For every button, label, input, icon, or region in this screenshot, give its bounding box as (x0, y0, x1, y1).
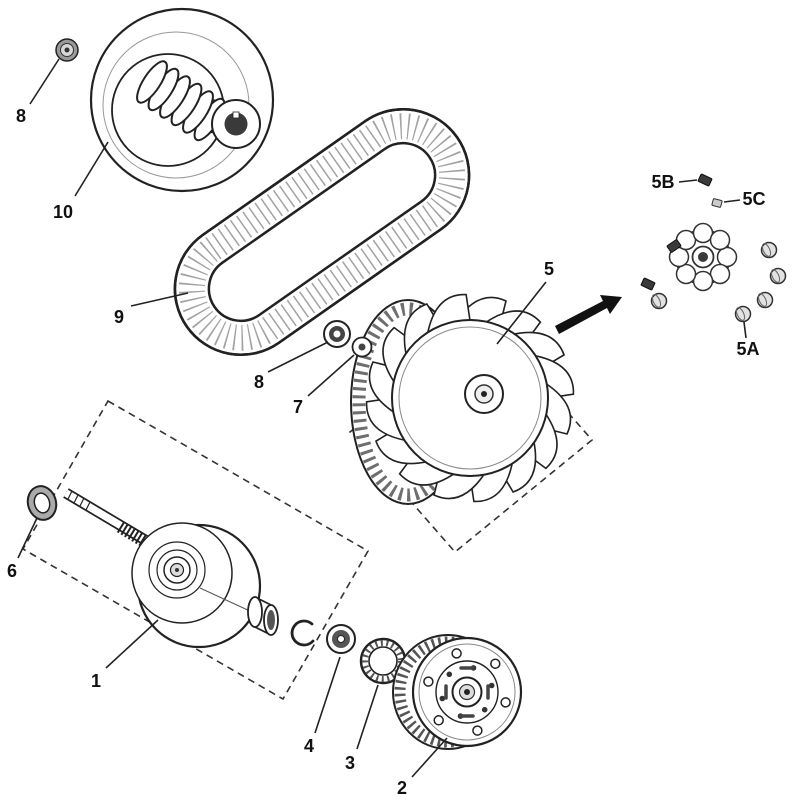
label-4: 4 (304, 656, 341, 756)
detail-arrow (555, 295, 622, 334)
part-label-1: 1 (91, 671, 101, 691)
part-label-10: 10 (53, 202, 73, 222)
clutch-spring (136, 60, 226, 142)
washer-7 (351, 336, 373, 358)
hub-slots (444, 666, 490, 718)
dashed-box-crankshaft-group (21, 399, 370, 701)
bearing-ring-3 (359, 637, 407, 685)
part-label-8-mid: 8 (254, 372, 264, 392)
label-6: 6 (7, 517, 38, 581)
driven-pulley-assembly (89, 7, 275, 193)
part-label-5a: 5A (736, 339, 759, 359)
fan-flywheel (350, 290, 578, 506)
part-labels: 8 10 9 8 7 5 5B 5C (7, 58, 766, 798)
label-5b: 5B (651, 172, 698, 192)
part-label-5b: 5B (651, 172, 674, 192)
pin-5c (711, 198, 723, 208)
crankshaft-assembly (63, 488, 315, 649)
drive-belt (173, 107, 471, 357)
part-label-5: 5 (544, 259, 554, 279)
label-9: 9 (114, 292, 189, 327)
shaft-threads (67, 490, 91, 511)
label-10: 10 (53, 141, 109, 222)
label-1: 1 (91, 619, 159, 691)
label-2: 2 (397, 737, 448, 798)
nut-mid (323, 320, 351, 348)
label-5c: 5C (723, 189, 766, 209)
label-5: 5 (496, 259, 554, 345)
roller-weights-5a (650, 241, 787, 323)
label-7: 7 (293, 354, 355, 417)
roller-exploded-view (640, 173, 787, 323)
seal-ring-6 (26, 485, 58, 521)
dashed-box-fan-group (348, 318, 594, 554)
circlip (290, 619, 315, 647)
clutch-drum-2 (392, 634, 523, 750)
spacer-bushing (247, 596, 279, 636)
part-label-2: 2 (397, 778, 407, 798)
part-label-6: 6 (7, 561, 17, 581)
flange-nut-top (55, 38, 79, 62)
bolt-circles (423, 648, 511, 736)
washer-4 (326, 624, 356, 654)
label-8-top: 8 (16, 58, 60, 126)
part-label-3: 3 (345, 753, 355, 773)
part-label-4: 4 (304, 736, 314, 756)
part-label-5c: 5C (742, 189, 765, 209)
label-3: 3 (345, 684, 379, 773)
shaft-splines (116, 521, 152, 550)
fan-hub (464, 374, 504, 414)
shaft-end-cap (211, 99, 261, 149)
part-label-8-top: 8 (16, 106, 26, 126)
label-5a: 5A (736, 321, 760, 359)
label-8-mid: 8 (254, 341, 329, 392)
part-label-9: 9 (114, 307, 124, 327)
ramp-plate (668, 222, 738, 292)
slider-guides-5b (640, 173, 713, 291)
part-label-7: 7 (293, 397, 303, 417)
